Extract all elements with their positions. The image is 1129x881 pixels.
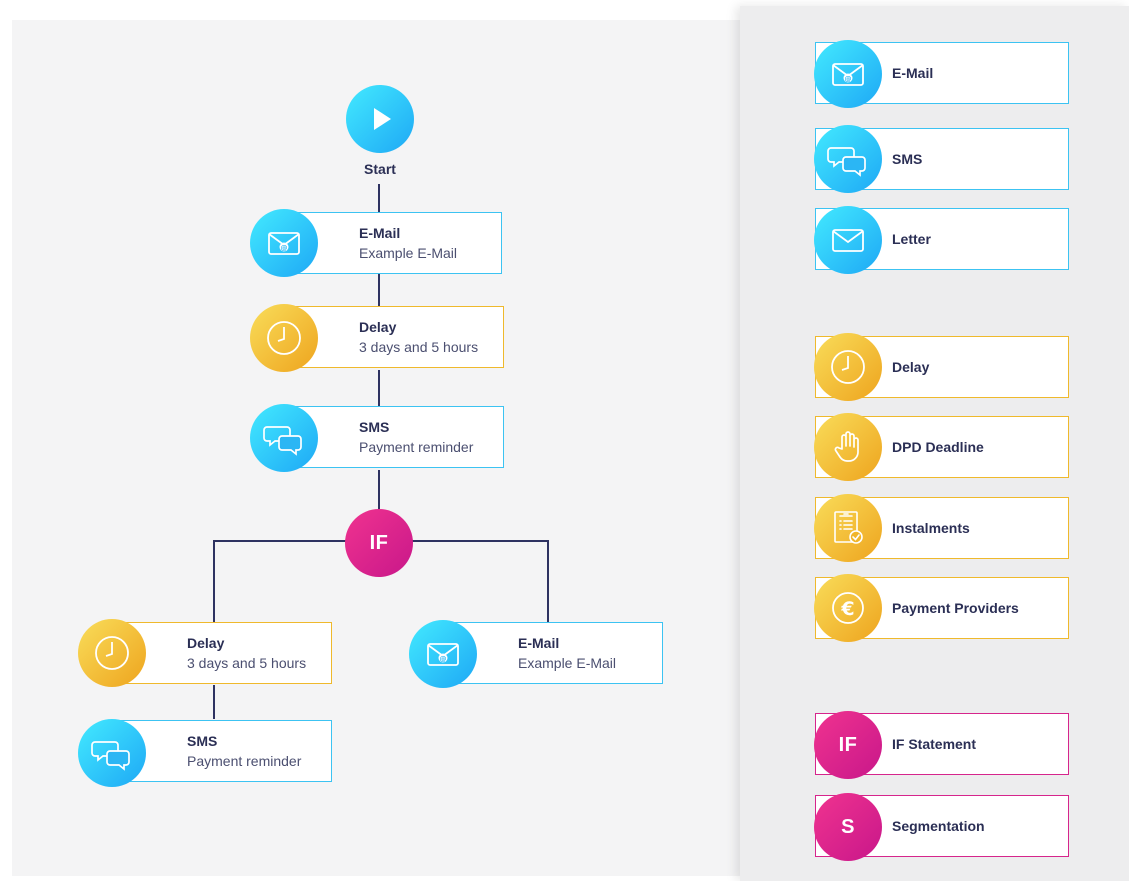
connector-email-delay [378,274,380,306]
if-label: IF [369,531,389,554]
envelope-at-icon: @ [814,40,882,108]
svg-text:@: @ [281,244,288,252]
node-title: E-Mail [359,225,401,241]
envelope-icon [814,206,882,274]
palette-item-label: Delay [892,359,930,375]
play-icon [374,108,391,130]
chat-bubbles-icon [250,404,318,472]
clock-icon [250,304,318,372]
connector-delay-sms [378,370,380,406]
hand-stop-icon [814,413,882,481]
palette-item-label: Segmentation [892,818,985,834]
envelope-at-icon: @ [409,620,477,688]
connector-left-delay-sms [213,685,215,719]
segmentation-badge-icon: S [814,793,882,861]
connector-right-branch [547,540,549,622]
palette-item-label: SMS [892,151,923,167]
connector-start-email [378,184,380,212]
palette-item-label: Payment Providers [892,600,1019,616]
chat-bubbles-icon [814,125,882,193]
flow-node-delay[interactable]: Delay 3 days and 5 hours [282,306,504,368]
svg-text:@: @ [845,75,852,83]
flow-node-email[interactable]: E-Mail Example E-Mail [282,212,502,274]
node-subtitle: Example E-Mail [518,655,617,671]
svg-text:€: € [840,598,854,620]
node-title: SMS [359,419,390,435]
if-node[interactable]: IF [345,509,413,577]
chat-bubbles-icon [78,719,146,787]
if-badge-icon: IF [814,711,882,779]
branch-left-sms[interactable]: SMS Payment reminder [110,720,332,782]
start-label: Start [364,161,396,177]
palette-item-label: Instalments [892,520,970,536]
palette-item-label: IF Statement [892,736,977,752]
palette-item-label: DPD Deadline [892,439,984,455]
document-check-icon [814,494,882,562]
node-title: SMS [187,733,218,749]
start-button[interactable] [346,85,414,153]
connector-left-branch [213,540,215,622]
node-subtitle: Payment reminder [187,753,302,769]
node-subtitle: Payment reminder [359,439,474,455]
clock-icon [814,333,882,401]
svg-text:@: @ [440,655,447,663]
node-title: Delay [359,319,397,335]
euro-coin-icon: € [814,574,882,642]
node-subtitle: Example E-Mail [359,245,458,261]
envelope-at-icon: @ [250,209,318,277]
connector-sms-if [378,470,380,514]
node-subtitle: 3 days and 5 hours [187,655,307,671]
clock-icon [78,619,146,687]
branch-right-email[interactable]: E-Mail Example E-Mail [441,622,663,684]
segmentation-badge-label: S [841,815,855,838]
node-title: Delay [187,635,225,651]
node-title: E-Mail [518,635,560,651]
if-badge-label: IF [838,733,858,756]
palette-item-label: E-Mail [892,65,934,81]
node-subtitle: 3 days and 5 hours [359,339,479,355]
flow-node-sms[interactable]: SMS Payment reminder [282,406,504,468]
palette-item-label: Letter [892,231,931,247]
